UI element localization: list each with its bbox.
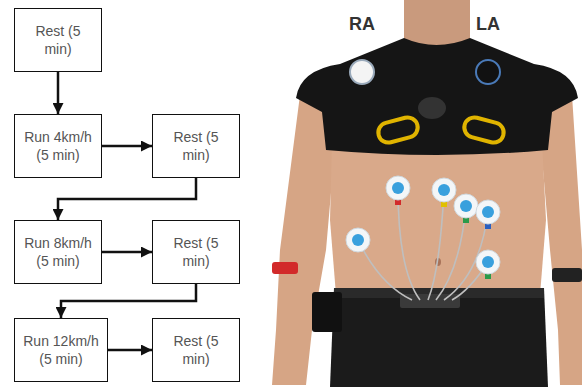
wrist-watch bbox=[272, 262, 298, 274]
flow-arrow bbox=[61, 284, 196, 318]
chest-electrode bbox=[346, 176, 500, 274]
chest-electrode bbox=[352, 234, 364, 246]
compression-shirt bbox=[296, 38, 578, 155]
electrode-label: LA bbox=[476, 14, 500, 35]
la-electrode bbox=[476, 60, 500, 84]
electrode-label: RA bbox=[349, 14, 375, 35]
flow-arrow bbox=[102, 145, 152, 148]
box-text: Rest (5 min) bbox=[28, 22, 88, 58]
flow-arrow bbox=[58, 178, 196, 220]
box-text: Run 8km/h (5 min) bbox=[20, 234, 96, 270]
ra-electrode bbox=[350, 60, 374, 84]
electrode-wire bbox=[358, 188, 488, 300]
process-box: Rest (5 min) bbox=[14, 8, 102, 72]
process-box: Rest (5 min) bbox=[152, 114, 240, 178]
flow-arrow bbox=[102, 251, 152, 254]
wrist-watch bbox=[552, 268, 582, 282]
chest-electrode bbox=[454, 194, 478, 218]
box-text: Rest (5 min) bbox=[166, 332, 226, 368]
chest-electrode bbox=[386, 176, 410, 200]
box-text: Run 4km/h (5 min) bbox=[20, 128, 96, 164]
chest-electrode bbox=[346, 228, 370, 252]
process-box: Run 4km/h (5 min) bbox=[14, 114, 102, 178]
chest-electrode bbox=[482, 206, 494, 218]
chest-electrode bbox=[460, 200, 472, 212]
chest-sensor bbox=[418, 97, 446, 119]
process-box: Rest (5 min) bbox=[152, 220, 240, 284]
flow-arrow bbox=[108, 349, 152, 352]
process-box: Run 8km/h (5 min) bbox=[14, 220, 102, 284]
flow-arrow bbox=[57, 72, 60, 114]
chest-electrode bbox=[476, 250, 500, 274]
chest-electrode bbox=[432, 178, 456, 202]
textile-electrode bbox=[376, 115, 420, 145]
process-box: Run 12km/h (5 min) bbox=[14, 318, 108, 382]
recorder-device bbox=[312, 292, 342, 332]
torso bbox=[330, 140, 546, 295]
chest-electrode bbox=[482, 256, 494, 268]
box-text: Rest (5 min) bbox=[166, 234, 226, 270]
box-text: Rest (5 min) bbox=[166, 128, 226, 164]
chest-electrode bbox=[438, 184, 450, 196]
chest-electrode bbox=[392, 182, 404, 194]
electrode-wire bbox=[398, 188, 420, 300]
chest-electrode bbox=[476, 200, 500, 224]
electrode-wire bbox=[436, 206, 466, 300]
textile-electrode bbox=[462, 115, 506, 145]
process-box: Rest (5 min) bbox=[152, 318, 240, 382]
box-text: Run 12km/h (5 min) bbox=[19, 332, 103, 368]
shorts bbox=[330, 288, 548, 387]
